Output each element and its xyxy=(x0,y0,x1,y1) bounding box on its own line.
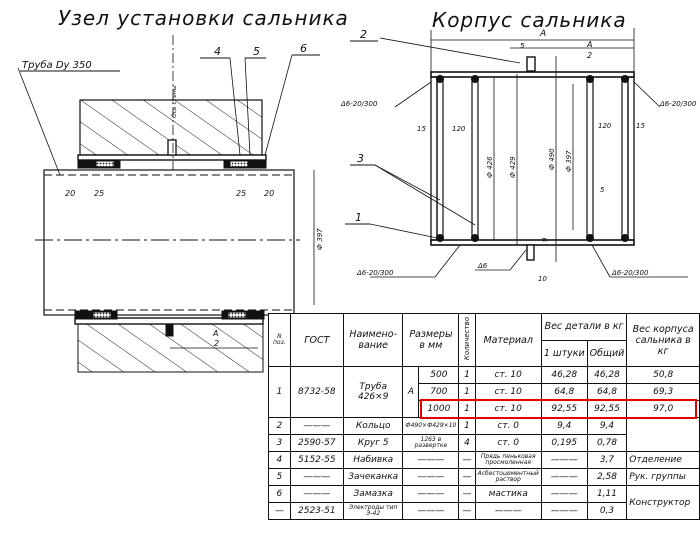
dim-25-right: 25 xyxy=(236,189,246,198)
header-material: Материал xyxy=(474,313,542,367)
table-row: 6 ——— Замазка ——— — мастика ——— 1,11 Кон… xyxy=(268,485,700,520)
table-row: 5 ——— Зачеканка ——— — Асбестоцементный р… xyxy=(268,468,700,486)
pos-5-label: 5 xyxy=(253,45,260,58)
left-assembly-view xyxy=(17,35,320,373)
highlight-box-1000 xyxy=(420,399,697,419)
dim-120-right: 120 xyxy=(598,122,612,130)
signature-designer: Конструктор xyxy=(626,485,700,520)
dim-d426: Ф 426 xyxy=(486,156,494,178)
header-weight-body: Вес корпуса сальника в кг xyxy=(626,313,700,367)
header-qty: Количество xyxy=(462,316,471,361)
table-row: 2 ——— Кольцо Ф490×Ф429×10 1 ст. 0 9,4 9,… xyxy=(268,417,700,452)
pos-3-label: 3 xyxy=(357,152,364,165)
weld-bottom-left: Δ6-20/300 xyxy=(356,269,394,277)
signature-department: Отделение xyxy=(626,451,700,469)
header-weight-one: 1 штуки xyxy=(540,339,588,367)
wall-axis-label: Ось стены xyxy=(171,85,178,118)
dim-15-left: 15 xyxy=(417,125,426,133)
dim-d397-right: Ф 397 xyxy=(565,150,573,172)
dim-5-ring: 5 xyxy=(600,186,605,194)
table-row: 4 5152-55 Набивка ——— — Прядь пеньковая … xyxy=(268,451,700,469)
dim-d429: Ф 429 xyxy=(509,156,517,178)
weld-top-left: Δ6-20/300 xyxy=(340,100,378,108)
dim-half-a-den-right: 2 xyxy=(587,51,592,60)
signature-group-head: Рук. группы xyxy=(626,468,700,486)
dim-25-left: 25 xyxy=(94,189,104,198)
pos-2-label: 2 xyxy=(360,28,367,41)
dim-5-label: 5 xyxy=(520,42,525,50)
table-row: 3 2590-57 Круг 5 1263 в развертке 4 ст. … xyxy=(268,434,700,452)
dim-10: 10 xyxy=(538,275,547,283)
dim-9: 9 xyxy=(541,237,549,242)
dim-d397-left: Ф 397 xyxy=(316,228,324,250)
dim-120-left: 120 xyxy=(452,125,466,133)
specification-table: N поз. ГОСТ Наимено-вание Размеры в мм К… xyxy=(268,313,700,520)
header-weight-part: Вес детали в кг xyxy=(540,313,628,341)
right-view-title: Корпус сальника xyxy=(432,8,627,32)
header-pos: N поз. xyxy=(268,313,291,367)
table-row: — 2523-51 Электроды тип Э-42 ——— — ——— —… xyxy=(268,502,700,520)
weld-bottom-right: Δ6-20/300 xyxy=(611,269,649,277)
header-name: Наимено-вание xyxy=(342,313,404,367)
weld-top-right: Δ6-20/300 xyxy=(659,100,697,108)
header-gost: ГОСТ xyxy=(289,313,344,367)
right-body-view xyxy=(345,28,688,278)
dim-a-label: A xyxy=(539,29,546,39)
left-view-title: Узел установки сальника xyxy=(58,6,349,30)
dim-half-a-den-left: 2 xyxy=(214,339,219,348)
header-weight-total: Общий xyxy=(586,339,628,367)
pipe-label: Труба Dу 350 xyxy=(22,59,92,71)
table-row: 700 1 ст. 10 64,8 64,8 69,3 xyxy=(269,383,700,401)
pos-1-label: 1 xyxy=(355,211,362,224)
pos-4-label: 4 xyxy=(214,45,221,58)
weld-center: Δ6 xyxy=(477,262,488,270)
table-row-highlighted: 1000 1 ст. 10 92,55 92,55 97,0 xyxy=(269,400,700,418)
dim-20-left: 20 xyxy=(65,189,75,198)
pos-6-label: 6 xyxy=(300,42,307,55)
dim-20-right: 20 xyxy=(264,189,274,198)
dim-15-right: 15 xyxy=(636,122,645,130)
dim-d490: Ф 490 xyxy=(548,148,556,170)
dim-half-a-num-left: A xyxy=(212,329,218,338)
dim-half-a-num-right: A xyxy=(586,40,592,49)
header-sizes: Размеры в мм xyxy=(402,313,460,367)
